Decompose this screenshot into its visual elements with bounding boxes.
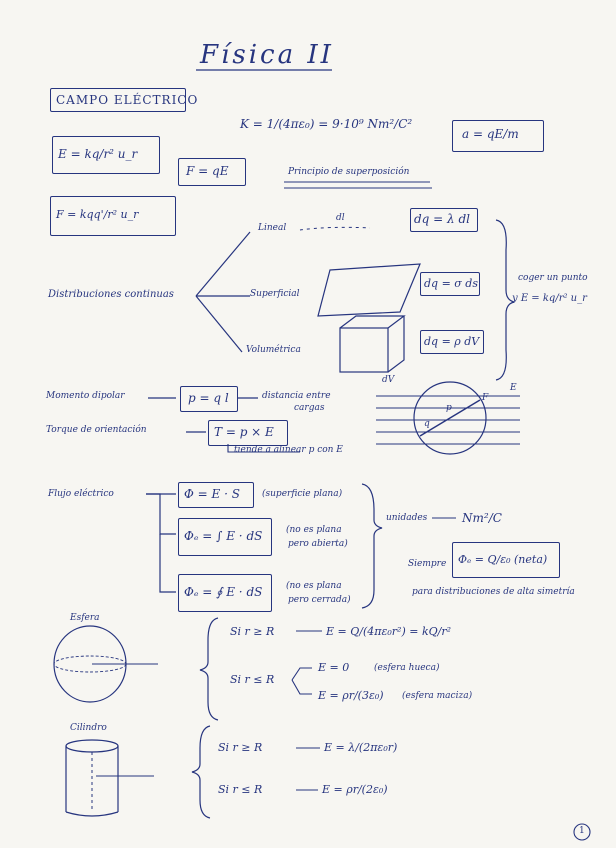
distributions-note-1: coger un punto (518, 273, 588, 283)
torque-label: Torque de orientación (46, 425, 147, 435)
cylinder-case1-cond: Si r ≥ R (218, 741, 263, 754)
lineal-eq-box (410, 208, 478, 232)
flux-eq3: Φₑ = ∮ E · dS (184, 585, 263, 599)
coulomb-force-formula: F = kqq'/r² u_r (56, 208, 139, 221)
distributions-note-2: y E = kq/r² u_r (512, 293, 587, 304)
page-number: 1 (579, 826, 585, 836)
dipole-moment-box (180, 386, 238, 412)
page-title: Física II (200, 40, 334, 70)
gauss-eq: Φₑ = Q/ε₀ (neta) (458, 553, 548, 566)
coulomb-field-formula: E = kq/r² u_r (58, 147, 138, 161)
force-box (178, 158, 246, 186)
flux-eq2-box (178, 518, 272, 556)
section-heading-box (50, 88, 186, 112)
sphere-case2-cond: Si r ≤ R (230, 673, 275, 686)
dipole-label-p: p (446, 403, 452, 413)
distance-note-2: cargas (294, 403, 325, 413)
cylinder-case1-result: E = λ/(2πε₀r) (324, 741, 398, 754)
superposition-label: Principio de superposición (288, 167, 410, 177)
k-constant: K = 1/(4πε₀) = 9·10⁹ Nm²/C² (240, 117, 413, 131)
coulomb-field-box (52, 136, 160, 174)
flux-note3a: (no es plana (286, 581, 342, 591)
dipole-label-E: E (510, 383, 517, 393)
torque-note: tiende a alinear p con E (234, 445, 343, 455)
superf-eq-box (420, 272, 480, 296)
flux-label: Flujo eléctrico (48, 489, 114, 499)
flux-eq3-box (178, 574, 272, 612)
lineal-label: Lineal (258, 223, 287, 233)
siempre-label: Siempre (408, 559, 447, 569)
flux-note1: (superficie plana) (262, 489, 343, 499)
force-formula: F = qE (186, 164, 229, 178)
superficial-label: Superficial (250, 289, 300, 299)
flux-eq1: Φ = E · S (184, 487, 240, 501)
dipole-moment-eq: p = q l (188, 391, 229, 405)
accel-box (452, 120, 544, 152)
gauss-note: para distribuciones de alta simetría (412, 587, 575, 597)
section-heading: CAMPO ELÉCTRICO (56, 93, 199, 107)
volum-eq: dq = ρ dV (424, 335, 480, 348)
flux-note2b: pero abierta) (288, 539, 348, 549)
superf-eq: dq = σ ds (424, 277, 478, 290)
dV-label: dV (382, 375, 395, 385)
cylinder-case2-result: E = ρr/(2ε₀) (322, 783, 388, 796)
sphere-case1-result: E = Q/(4πε₀r²) = kQ/r² (326, 625, 452, 638)
flux-eq2: Φₑ = ∫ E · dS (184, 529, 263, 543)
flux-note2a: (no es plana (286, 525, 342, 535)
volumetrica-label: Volumétrica (246, 345, 301, 355)
flux-eq1-box (178, 482, 254, 508)
sphere-case2-result-b: E = ρr/(3ε₀) (318, 689, 384, 702)
sphere-case2-result-a: E = 0 (318, 661, 350, 674)
distance-note-1: distancia entre (262, 391, 331, 401)
dipole-label-F: F (482, 393, 489, 403)
torque-box (208, 420, 288, 446)
sphere-title: Esfera (70, 613, 100, 623)
cylinder-title: Cilindro (70, 723, 107, 733)
coulomb-force-box (50, 196, 176, 236)
sphere-case2-note-b: (esfera maciza) (402, 691, 473, 701)
dipole-label-q: q (424, 419, 430, 429)
dipole-moment-label: Momento dipolar (46, 391, 125, 401)
gauss-box (452, 542, 560, 578)
cylinder-case2-cond: Si r ≤ R (218, 783, 263, 796)
torque-eq: T = p × E (214, 425, 274, 439)
units-label: unidades (386, 513, 428, 523)
sphere-case1-cond: Si r ≥ R (230, 625, 275, 638)
volum-eq-box (420, 330, 484, 354)
accel-formula: a = qE/m (462, 127, 519, 141)
units-value: Nm²/C (462, 511, 502, 525)
distributions-label: Distribuciones continuas (48, 289, 174, 300)
dl-label: dl (336, 213, 345, 223)
sphere-case2-note-a: (esfera hueca) (374, 663, 440, 673)
flux-note3b: pero cerrada) (288, 595, 351, 605)
lineal-eq: dq = λ dl (414, 212, 470, 226)
